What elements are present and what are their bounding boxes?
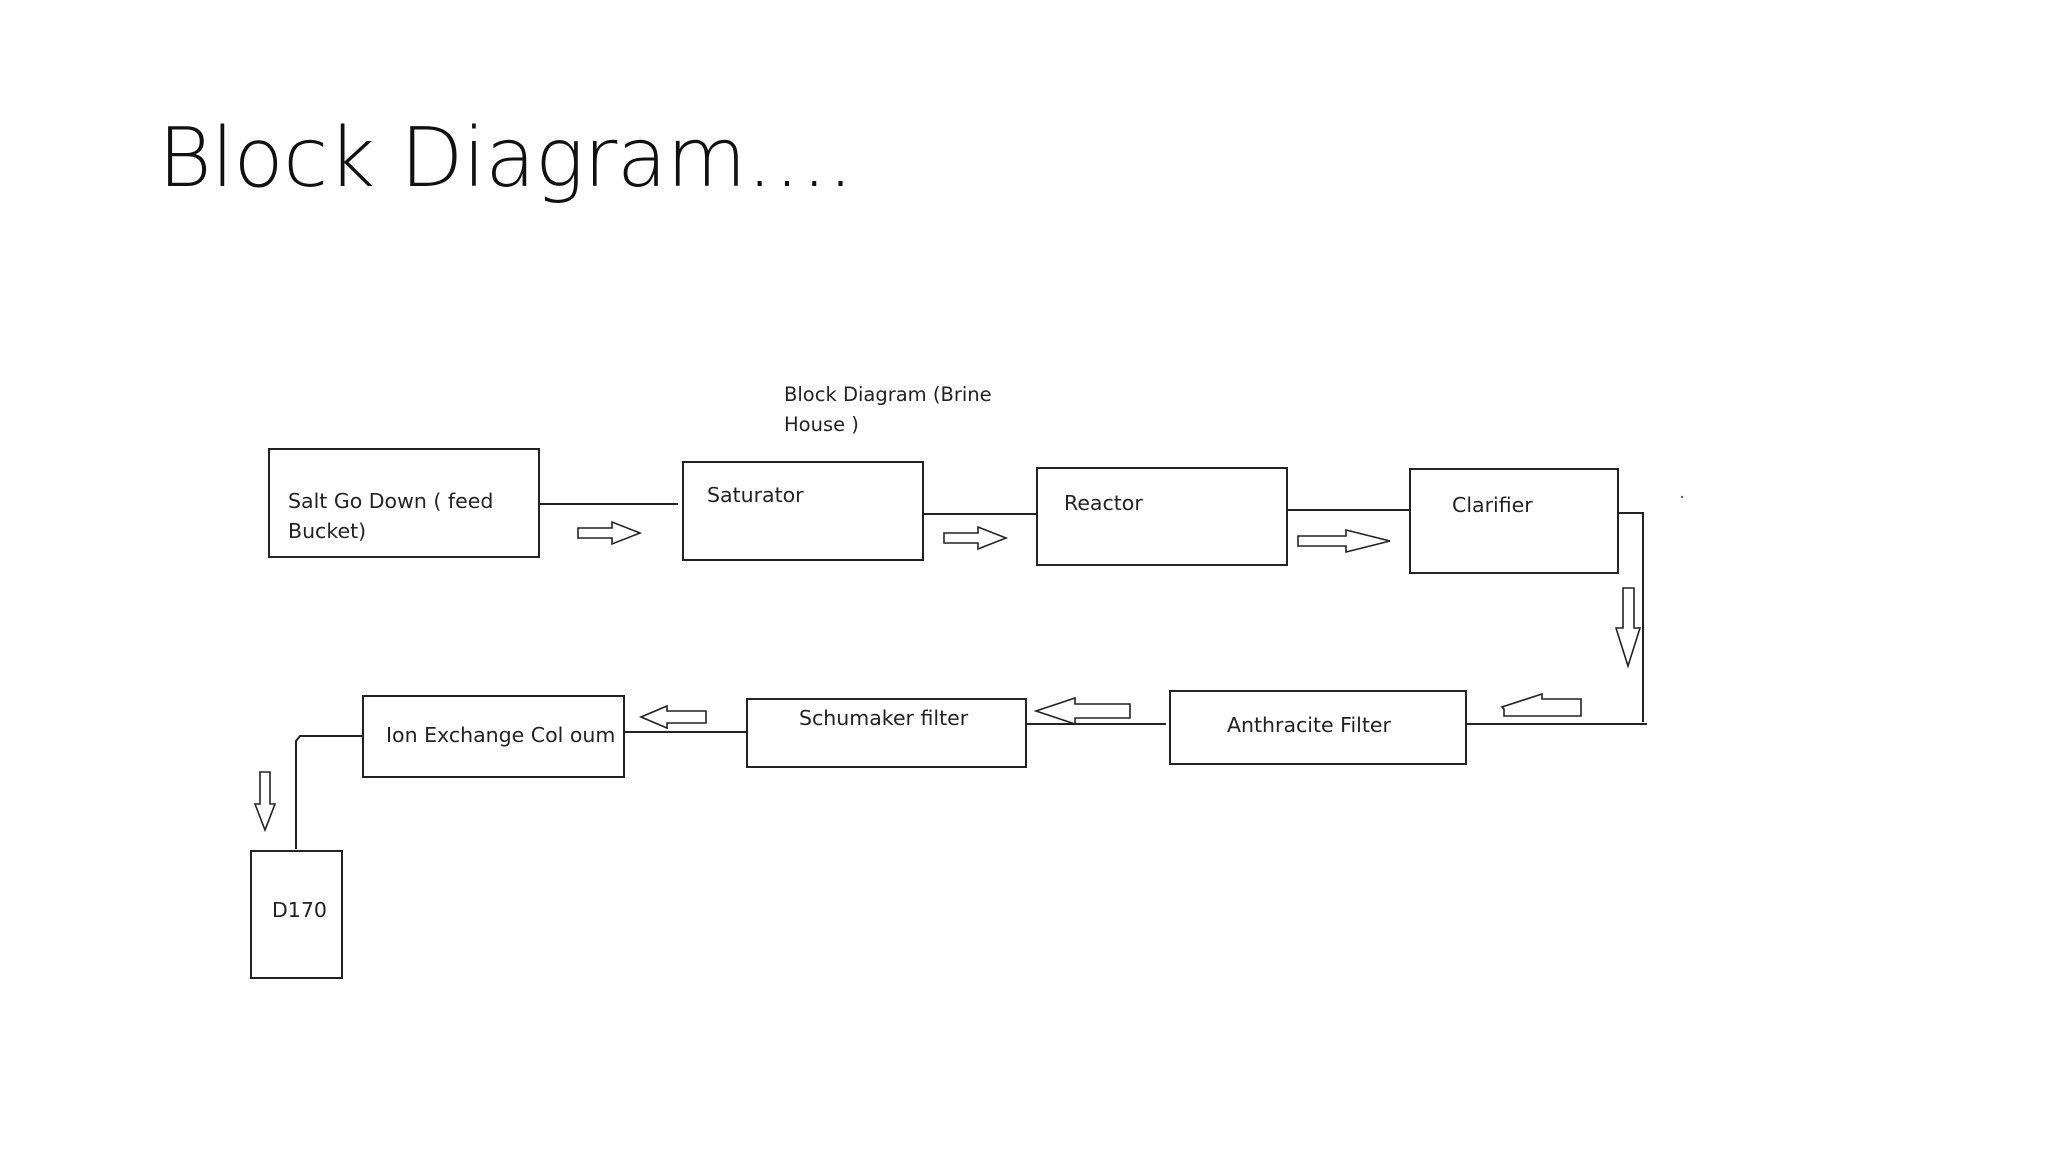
connector-line: [295, 735, 362, 849]
stray-dot: [1680, 495, 1684, 499]
block-d170: [250, 850, 343, 979]
block-salt-go-down: [268, 448, 540, 558]
block-schumaker-filter: [746, 698, 1027, 768]
flow-arrow-left-icon: [1033, 696, 1131, 726]
diagram-caption: Block Diagram (Brine House ): [784, 383, 992, 436]
flow-arrow-down-icon: [253, 771, 277, 833]
flow-arrow-right-icon: [1297, 528, 1391, 554]
block-label-d170: D170: [272, 898, 327, 922]
flow-arrow-down-icon: [1614, 587, 1642, 669]
block-label-reactor: Reactor: [1064, 491, 1143, 515]
block-label-schumaker-filter: Schumaker filter: [799, 706, 969, 730]
flow-arrow-right-icon: [943, 525, 1009, 551]
block-reactor: [1036, 467, 1288, 566]
block-saturator: [682, 461, 924, 561]
block-clarifier: [1409, 468, 1619, 574]
flow-arrow-left-icon: [1500, 692, 1582, 717]
block-label-salt-go-down: Salt Go Down ( feed Bucket): [288, 489, 494, 543]
flow-arrow-right-icon: [577, 520, 643, 546]
flow-arrow-left-icon: [638, 704, 707, 730]
block-label-clarifier: Clarifier: [1452, 493, 1533, 517]
block-label-anthracite-filter: Anthracite Filter: [1227, 713, 1391, 737]
slide-title: Block Diagram….: [158, 111, 854, 206]
block-ion-exchange: [362, 695, 625, 778]
block-anthracite-filter: [1169, 690, 1467, 765]
block-label-saturator: Saturator: [707, 483, 804, 507]
block-label-ion-exchange: Ion Exchange Col oum: [386, 723, 616, 747]
